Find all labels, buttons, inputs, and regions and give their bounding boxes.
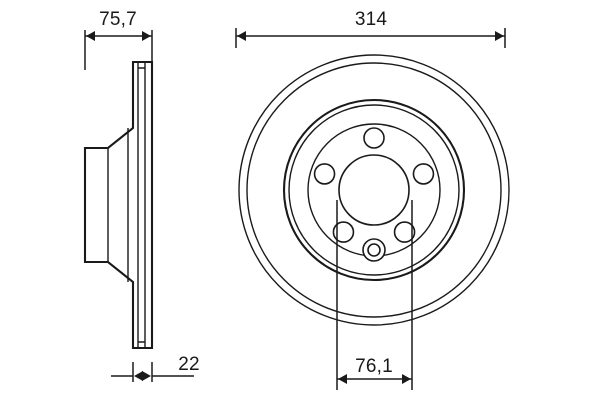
vent-gap-lines <box>138 62 145 348</box>
arrow-outer-diameter-left <box>237 31 246 41</box>
side-section-view <box>85 62 152 348</box>
hub-bell-inner-lines <box>108 128 128 282</box>
wheel-bolt-holes <box>313 127 435 243</box>
arrow-disc-thickness-left <box>134 371 143 381</box>
wheel-bolt-hole-4 <box>332 221 355 243</box>
locating-pin-hole <box>362 238 386 262</box>
arrow-bolt-circle-diameter-right <box>402 374 411 384</box>
arrow-outer-diameter-right <box>495 31 504 41</box>
locating-pin-hole-inner <box>367 243 381 257</box>
dimension-label-overall-height: 75,7 <box>99 9 137 30</box>
dimension-label-disc-thickness: 22 <box>178 354 200 375</box>
wheel-bolt-hole-3 <box>393 221 416 243</box>
wheel-bolt-hole-2 <box>412 163 435 185</box>
front-view <box>239 55 509 325</box>
disc-section-profile <box>85 62 152 348</box>
wheel-bolt-hole-1 <box>363 127 385 149</box>
dimension-label-bolt-circle-diameter: 76,1 <box>355 356 393 377</box>
ring-friction-outer <box>247 63 501 317</box>
arrow-overall-height-right <box>142 31 151 41</box>
arrow-bolt-circle-diameter-left <box>338 374 347 384</box>
ring-outer-edge <box>239 55 509 325</box>
ring-bell-outer <box>289 105 459 275</box>
dimension-annotations <box>84 28 506 390</box>
wheel-bolt-hole-5 <box>313 163 336 185</box>
arrow-overall-height-left <box>86 31 95 41</box>
dimension-label-outer-diameter: 314 <box>355 9 388 30</box>
concentric-rings <box>239 55 509 325</box>
arrow-disc-thickness-right <box>142 371 151 381</box>
center-bore <box>338 154 410 226</box>
ring-friction-inner <box>284 100 464 280</box>
